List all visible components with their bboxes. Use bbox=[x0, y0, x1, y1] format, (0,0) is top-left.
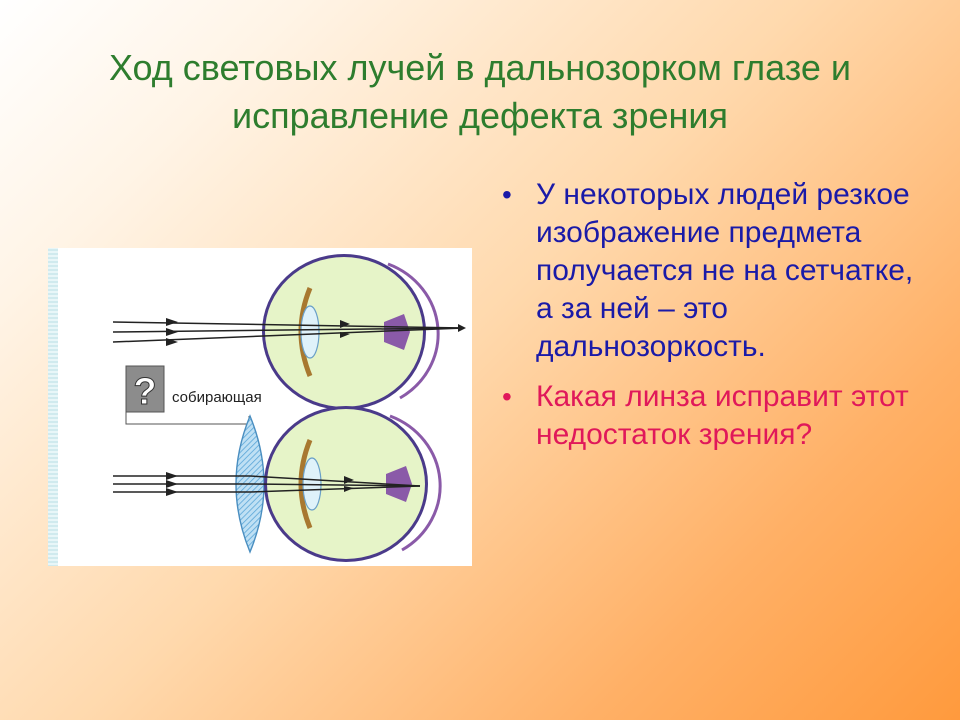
eye-diagram: ? bbox=[48, 248, 466, 566]
bullet-text: Какая линза исправит этот недостаток зре… bbox=[536, 380, 909, 451]
upper-rays bbox=[112, 318, 466, 346]
slide-title: Ход световых лучей в дальнозорком глазе … bbox=[108, 47, 852, 136]
question-box: ? bbox=[125, 365, 165, 414]
eye-diagram-figure: ? собирающая bbox=[48, 248, 472, 566]
lower-rays bbox=[113, 472, 421, 496]
upper-eye bbox=[262, 254, 440, 410]
lower-eye bbox=[264, 406, 442, 562]
question-mark-icon: ? bbox=[133, 371, 156, 413]
bullet-dot-icon: • bbox=[502, 179, 512, 210]
bullet-list: • У некоторых людей резкое изображение п… bbox=[500, 176, 920, 466]
answer-label: собирающая bbox=[170, 389, 264, 406]
bullet-text: У некоторых людей резкое изображение пре… bbox=[536, 178, 914, 363]
figure-edge-strip bbox=[48, 248, 58, 566]
bullet-item: • Какая линза исправит этот недостаток з… bbox=[500, 378, 920, 454]
bullet-item: • У некоторых людей резкое изображение п… bbox=[500, 176, 920, 366]
bullet-dot-icon: • bbox=[502, 381, 512, 412]
